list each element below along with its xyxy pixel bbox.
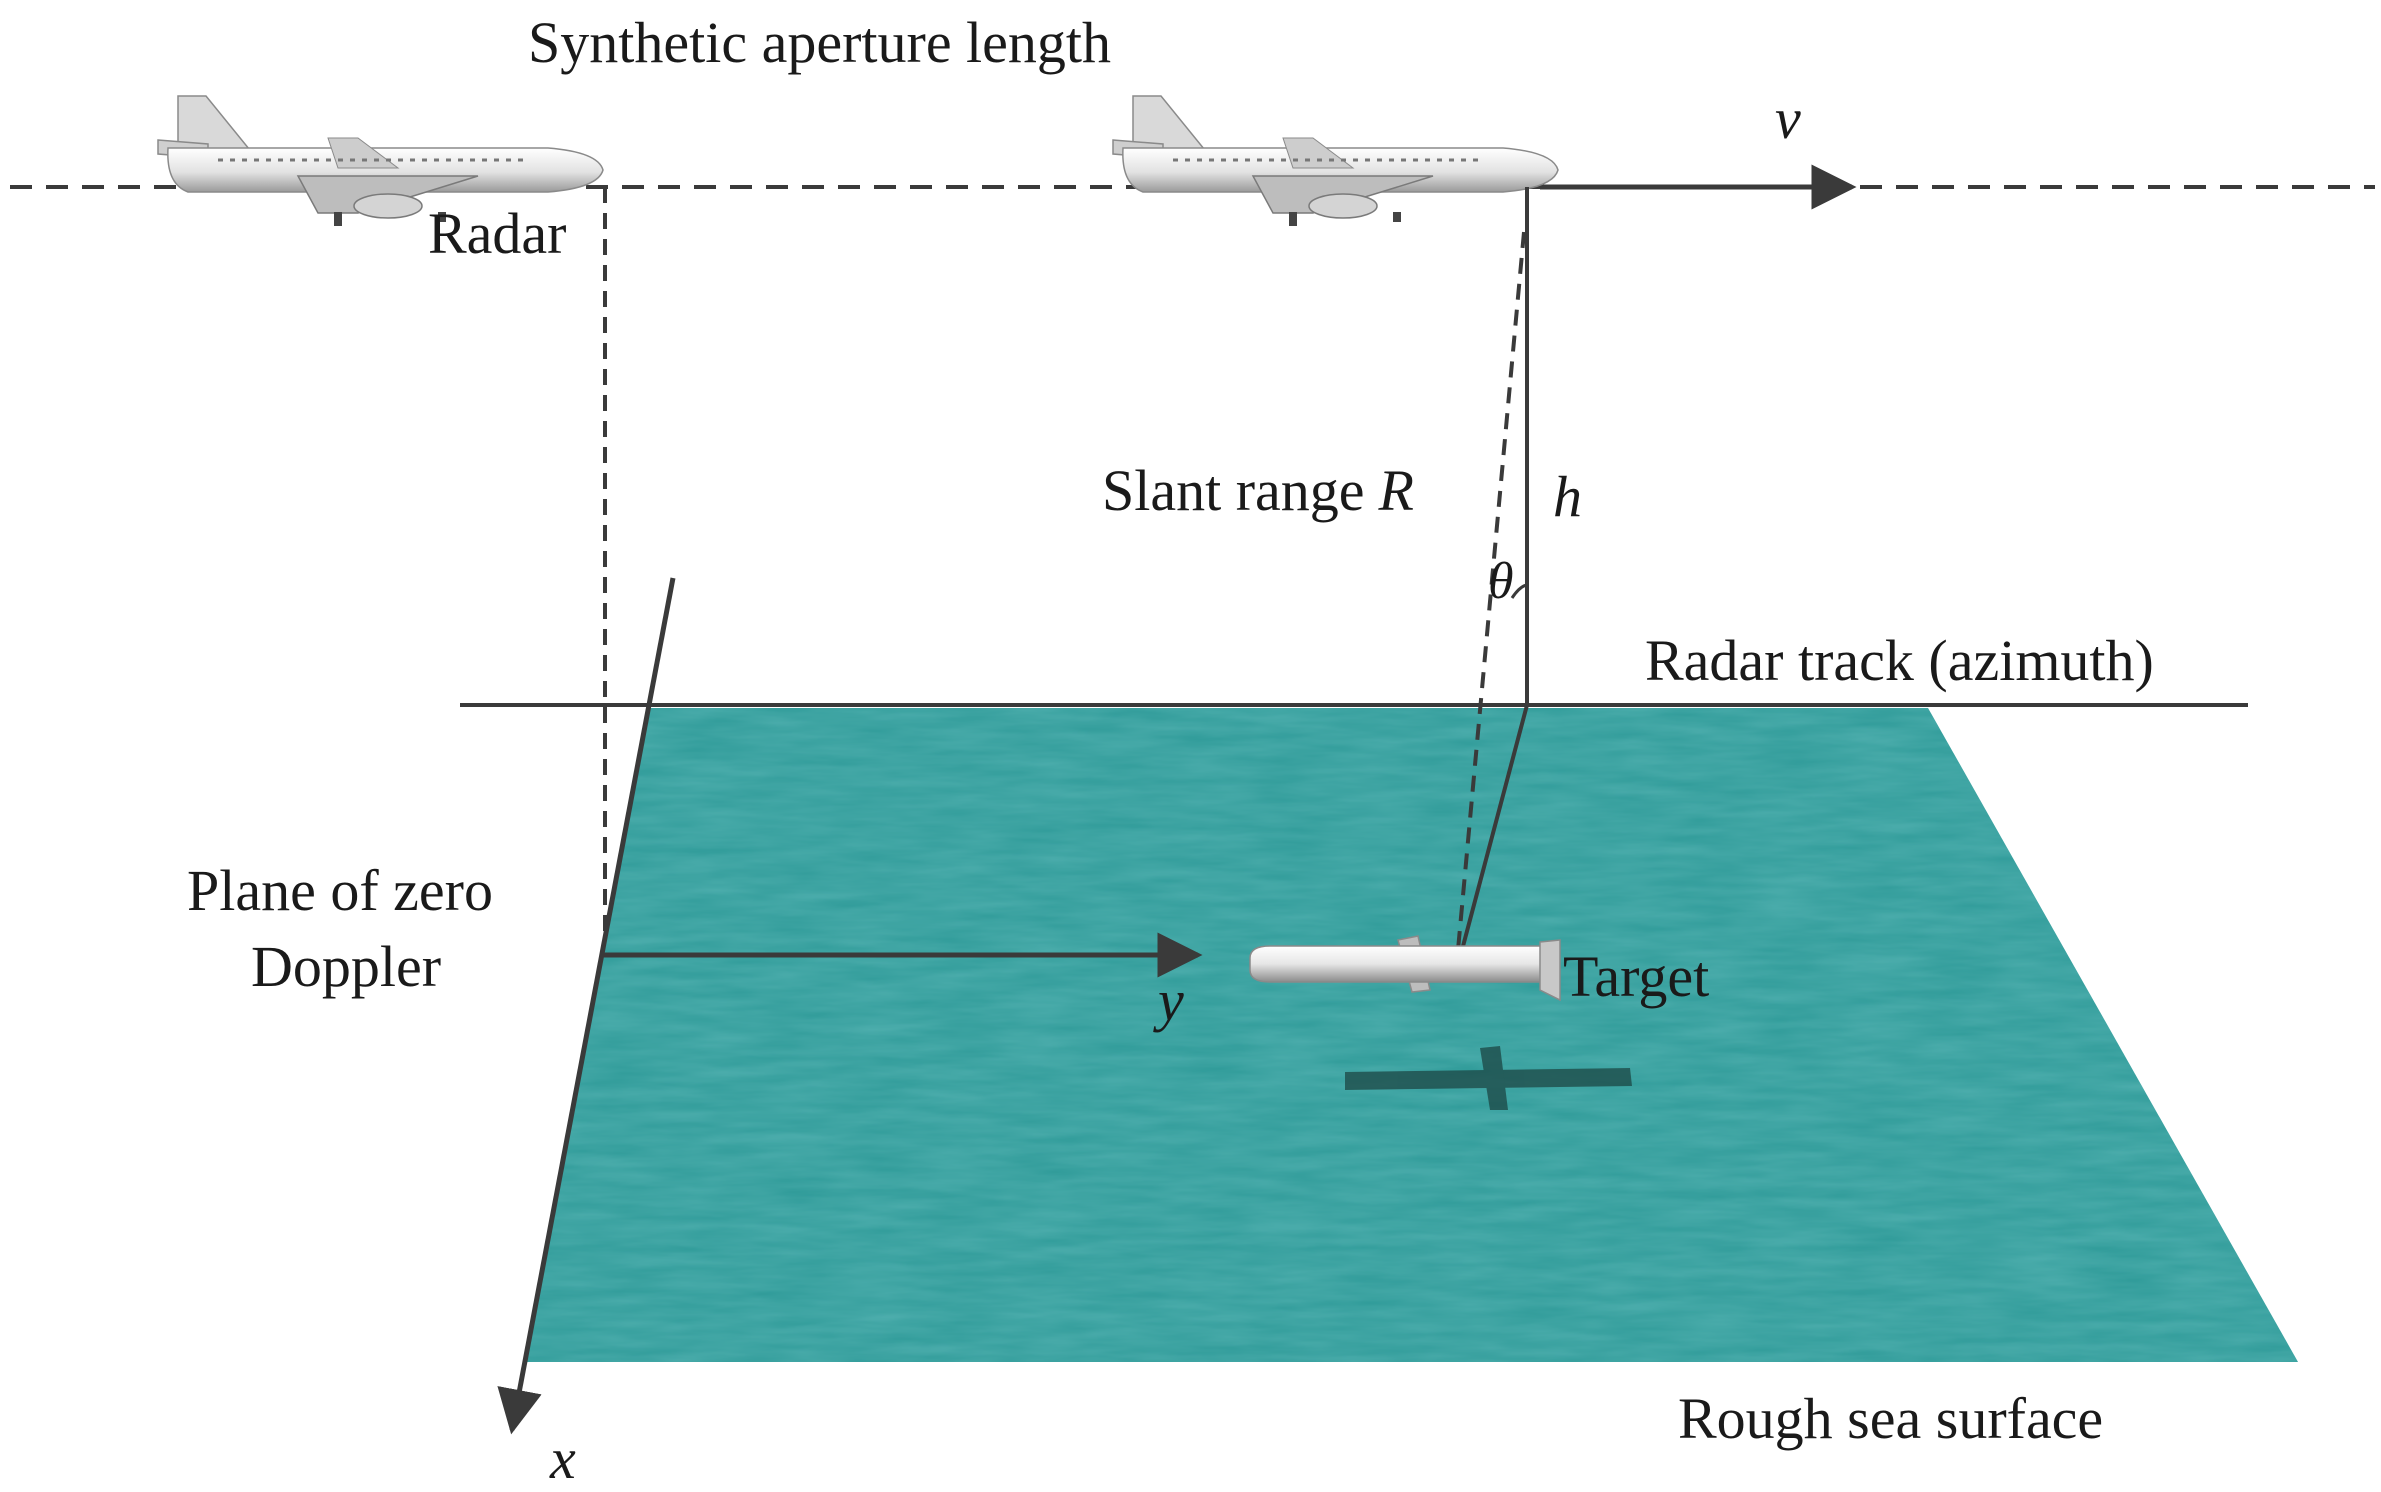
sea-texture	[524, 708, 2298, 1362]
target-label: Target	[1563, 944, 1709, 1009]
zero-doppler-label-line1: Plane of zero	[187, 858, 493, 923]
theta-arc	[1510, 583, 1528, 599]
aperture-label: Synthetic aperture length	[528, 10, 1111, 75]
zero-doppler-label-line2: Doppler	[251, 934, 441, 999]
theta-label: θ	[1488, 553, 1514, 610]
airliner-icon	[1111, 94, 1560, 228]
velocity-label: v	[1775, 86, 1801, 151]
slant-range-symbol: R	[1378, 458, 1414, 523]
rough-sea-surface	[524, 708, 2298, 1362]
slant-range-dashed-line	[1456, 231, 1526, 951]
slant-range-text: Slant range	[1102, 458, 1365, 523]
missile-icon	[1249, 935, 1561, 1002]
y-axis-label: y	[1153, 968, 1184, 1033]
height-label: h	[1553, 464, 1582, 529]
radar-track-label: Radar track (azimuth)	[1645, 628, 2154, 693]
ground-range-line	[1460, 704, 1529, 951]
sea-surface-label: Rough sea surface	[1678, 1386, 2103, 1451]
missile-shadow-icon	[1345, 1046, 1632, 1110]
x-axis-label: x	[549, 1426, 576, 1491]
x-axis-line	[497, 577, 676, 1435]
radar-label: Radar	[428, 201, 567, 266]
